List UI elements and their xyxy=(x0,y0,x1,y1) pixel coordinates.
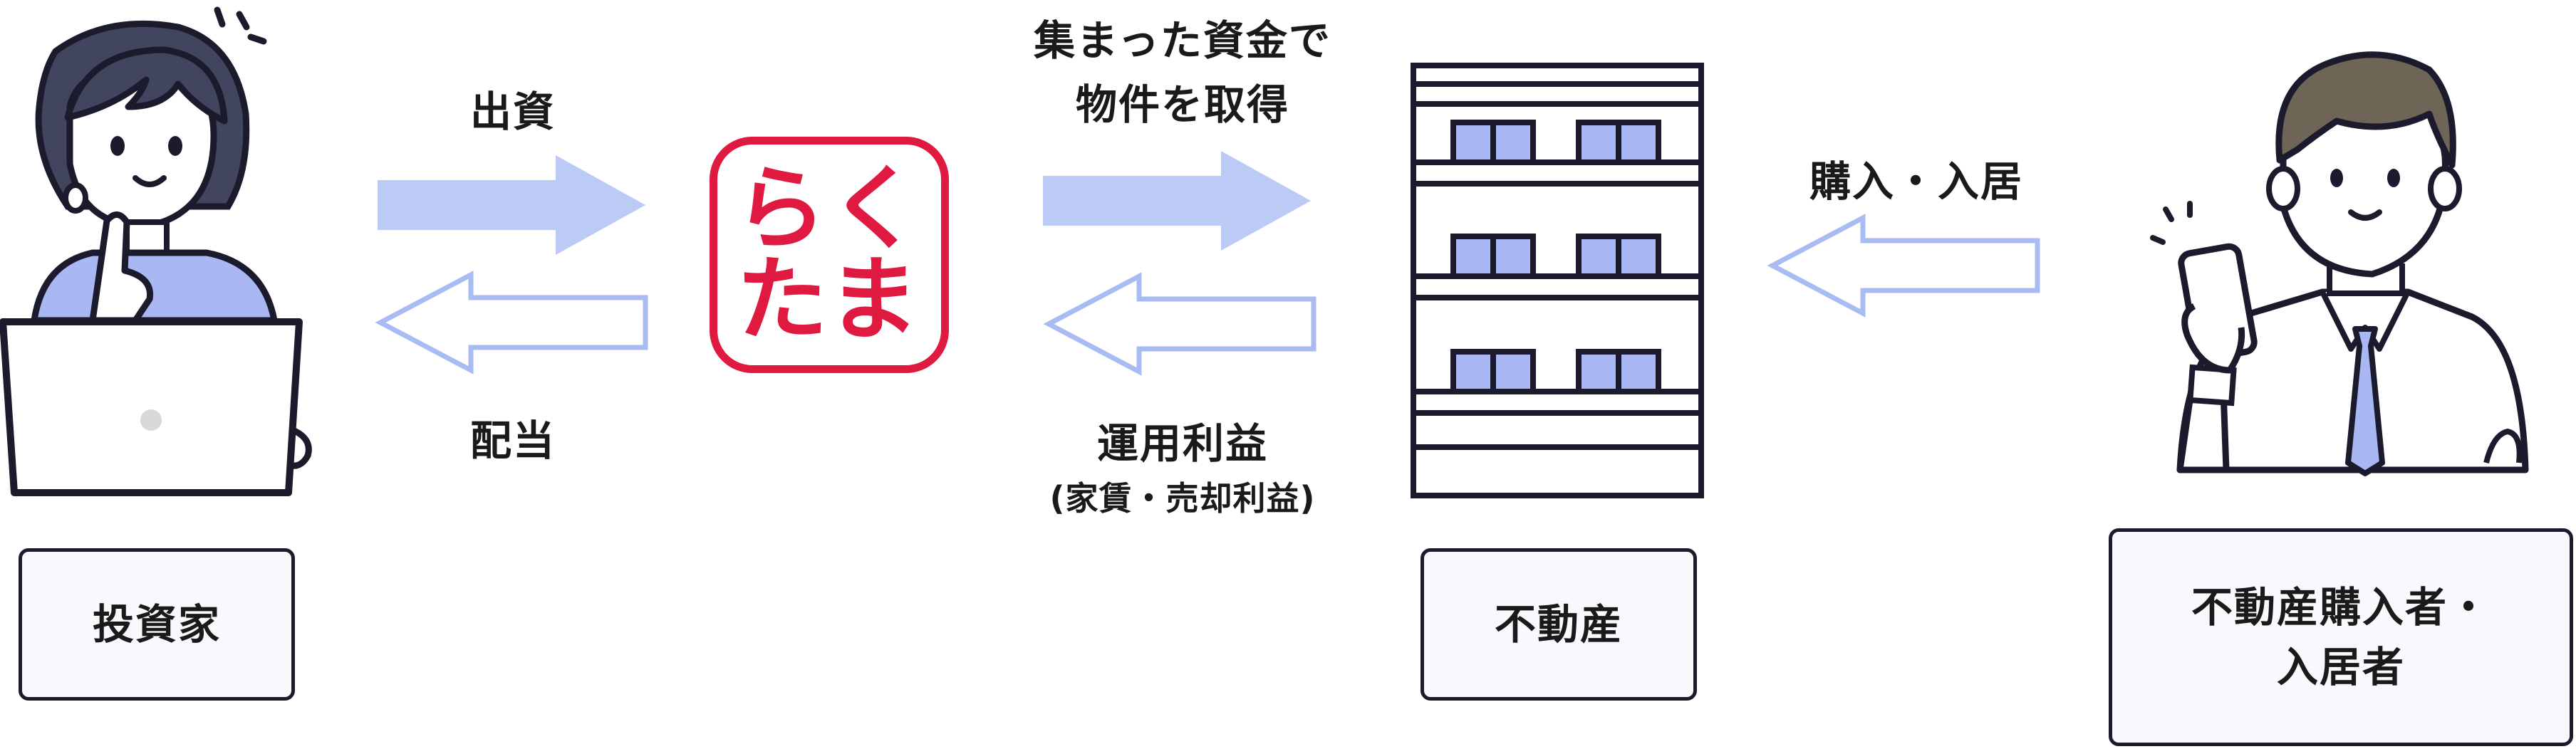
real-estate-box-label: 不動産 xyxy=(1494,599,1623,649)
dividend-label: 配当 xyxy=(469,417,556,465)
buyer-box: 不動産購入者・ 入居者 xyxy=(2109,528,2573,746)
logo-line-2: たま xyxy=(736,247,923,353)
acquire-label-line-1: 集まった資金で xyxy=(1034,16,1331,65)
rakutama-logo: らく たま xyxy=(710,137,949,373)
acquire-filled-right-arrow-icon xyxy=(1043,151,1311,251)
investor-box-label: 投資家 xyxy=(92,599,221,649)
investor-box: 投資家 xyxy=(19,548,295,701)
purchase-label: 購入・入居 xyxy=(1809,157,2023,206)
apartment-building-icon xyxy=(1411,63,1704,498)
dividend-outline-left-arrow-icon xyxy=(375,271,648,374)
real-estate-box: 不動産 xyxy=(1421,548,1697,701)
buyer-box-label-line-1: 不動産購入者・ xyxy=(2191,582,2491,632)
profit-label-line-2: (家賃・売却利益) xyxy=(1049,479,1316,518)
logo-line-1: らく xyxy=(734,156,923,262)
purchase-outline-left-arrow-icon xyxy=(1767,214,2040,318)
investment-filled-right-arrow-icon xyxy=(378,155,645,255)
profit-outline-left-arrow-icon xyxy=(1043,272,1316,376)
investment-label: 出資 xyxy=(469,88,556,136)
businessman-phone-icon xyxy=(2150,51,2529,476)
profit-label-line-1: 運用利益 xyxy=(1096,419,1268,468)
acquire-label-line-2: 物件を取得 xyxy=(1075,80,1289,129)
buyer-box-label-line-2: 入居者 xyxy=(2276,643,2405,691)
investor-person-laptop-icon xyxy=(0,6,312,496)
